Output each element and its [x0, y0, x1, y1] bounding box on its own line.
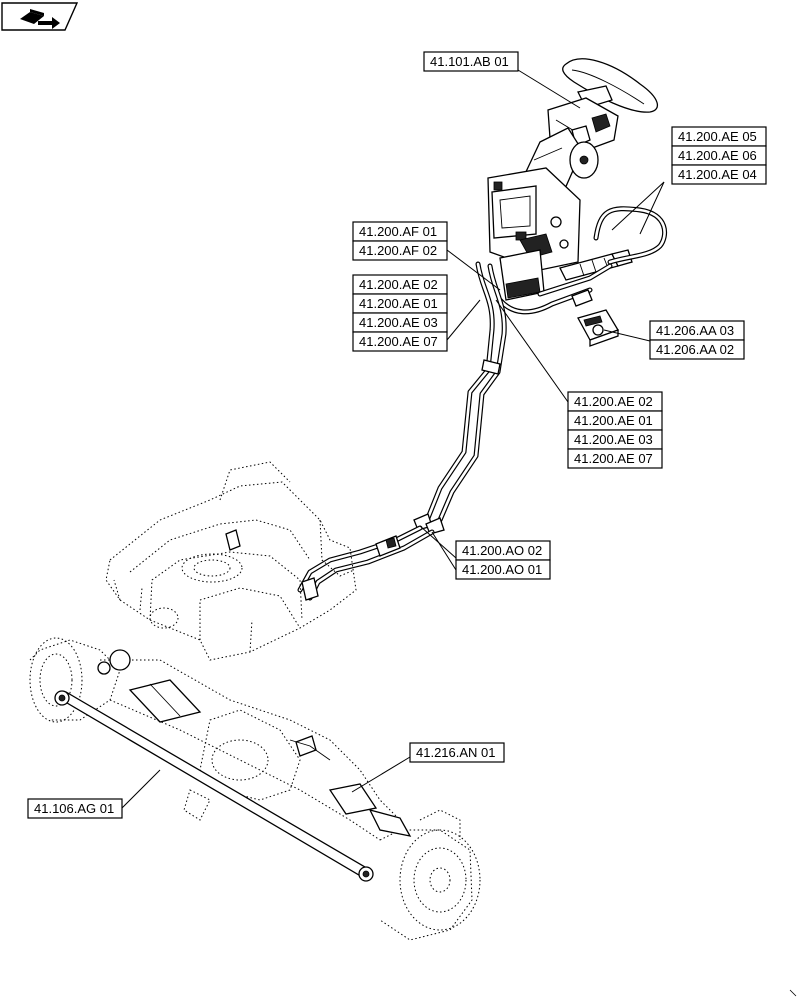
electrical-connector-drawing — [577, 309, 619, 347]
callout-label: 41.200.AE 04 — [678, 167, 757, 182]
callout-label: 41.216.AN 01 — [416, 745, 496, 760]
callout-41-200-ae-03-left[interactable]: 41.200.AE 03 — [352, 312, 448, 333]
callout-label: 41.206.AA 03 — [656, 323, 734, 338]
callout-41-200-ae-03-right[interactable]: 41.200.AE 03 — [567, 429, 663, 450]
corner-mark — [789, 989, 797, 997]
callout-41-200-ae-07-right[interactable]: 41.200.AE 07 — [567, 448, 663, 469]
callout-label: 41.200.AO 01 — [462, 562, 542, 577]
callout-41-200-ao-01[interactable]: 41.200.AO 01 — [455, 559, 551, 580]
book-arrow-icon — [20, 9, 60, 29]
callout-label: 41.101.AB 01 — [430, 54, 509, 69]
callout-label: 41.106.AG 01 — [34, 801, 114, 816]
callout-label: 41.200.AE 07 — [359, 334, 438, 349]
hydraulic-lines-down — [297, 261, 507, 601]
callout-label: 41.200.AF 02 — [359, 243, 437, 258]
callout-41-206-aa-03[interactable]: 41.206.AA 03 — [649, 320, 745, 341]
callout-label: 41.200.AE 02 — [574, 394, 653, 409]
callout-41-200-ae-04[interactable]: 41.200.AE 04 — [671, 164, 767, 185]
callout-label: 41.200.AO 02 — [462, 543, 542, 558]
callout-label: 41.200.AE 03 — [359, 315, 438, 330]
callout-41-200-ae-06[interactable]: 41.200.AE 06 — [671, 145, 767, 166]
callout-label: 41.200.AE 03 — [574, 432, 653, 447]
nav-back-button[interactable] — [1, 2, 79, 31]
front-axle-drawing — [29, 637, 481, 941]
callout-41-206-aa-02[interactable]: 41.206.AA 02 — [649, 339, 745, 360]
callout-41-200-ae-02-left[interactable]: 41.200.AE 02 — [352, 274, 448, 295]
hydraulic-lines-upper — [497, 206, 668, 315]
callout-label: 41.200.AE 01 — [359, 296, 438, 311]
callout-41-200-af-02[interactable]: 41.200.AF 02 — [352, 240, 448, 261]
callout-label: 41.200.AF 01 — [359, 224, 437, 239]
callout-label: 41.200.AE 05 — [678, 129, 757, 144]
callout-41-200-af-01[interactable]: 41.200.AF 01 — [352, 221, 448, 242]
callout-label: 41.200.AE 01 — [574, 413, 653, 428]
callout-41-200-ae-01-right[interactable]: 41.200.AE 01 — [567, 410, 663, 431]
callout-label: 41.200.AE 06 — [678, 148, 757, 163]
callout-41-200-ae-07-left[interactable]: 41.200.AE 07 — [352, 331, 448, 352]
callout-41-200-ae-02-right[interactable]: 41.200.AE 02 — [567, 391, 663, 412]
callout-41-216-an-01[interactable]: 41.216.AN 01 — [409, 742, 505, 763]
callout-41-200-ae-05[interactable]: 41.200.AE 05 — [671, 126, 767, 147]
callout-label: 41.200.AE 07 — [574, 451, 653, 466]
front-frame-drawing — [105, 461, 357, 661]
callout-label: 41.206.AA 02 — [656, 342, 734, 357]
callout-label: 41.200.AE 02 — [359, 277, 438, 292]
leader-lines — [121, 69, 665, 809]
callout-41-101-ab-01[interactable]: 41.101.AB 01 — [423, 51, 519, 72]
steering-column-drawing — [487, 58, 659, 301]
callout-41-106-ag-01[interactable]: 41.106.AG 01 — [27, 798, 123, 819]
callout-41-200-ao-02[interactable]: 41.200.AO 02 — [455, 540, 551, 561]
callout-41-200-ae-01-left[interactable]: 41.200.AE 01 — [352, 293, 448, 314]
